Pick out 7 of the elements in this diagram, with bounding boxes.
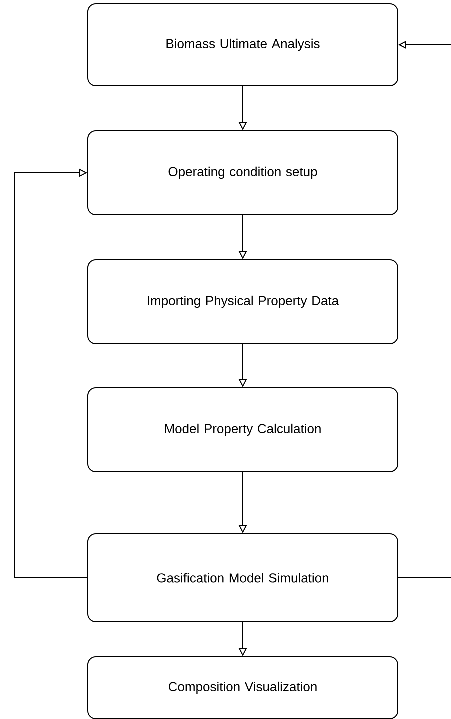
process-box: Gasification Model Simulation xyxy=(88,534,398,622)
process-box: Operating condition setup xyxy=(88,130,398,216)
arrow xyxy=(14,168,88,578)
process-box: Composition Visualization xyxy=(88,656,398,719)
process-box: Biomass Ultimate Analysis xyxy=(88,4,398,86)
process-box: Model Property Calculation xyxy=(88,388,398,472)
process-box: Importing Physical Property Data xyxy=(88,260,398,344)
